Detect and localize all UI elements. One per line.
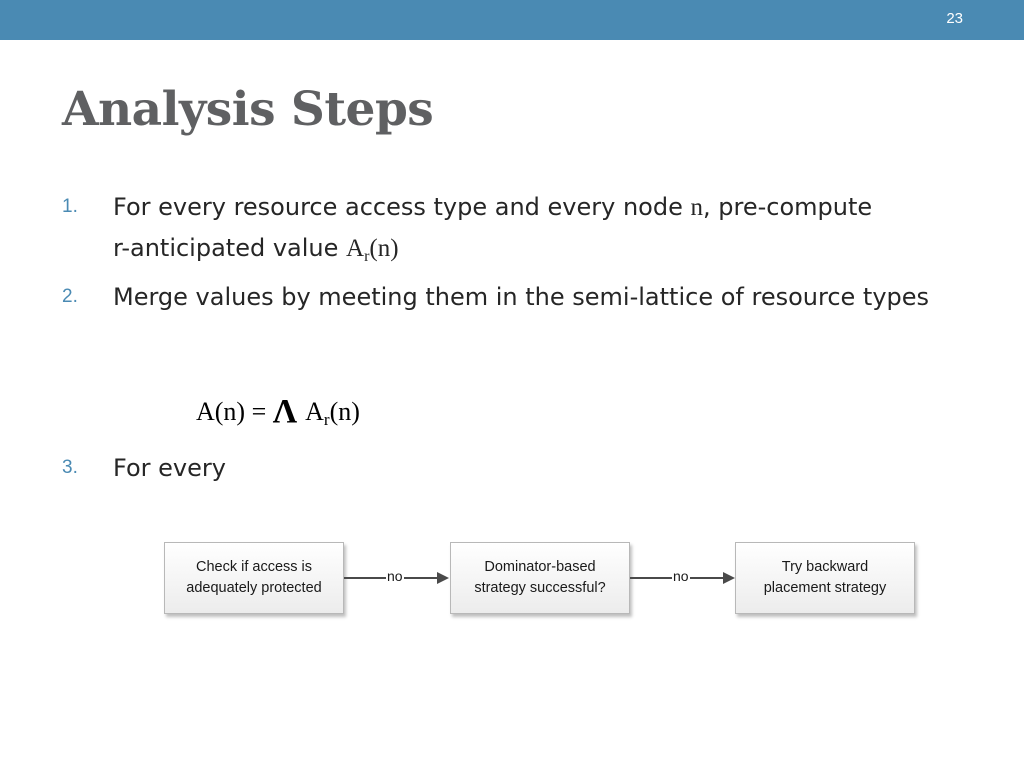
math-A: A	[346, 235, 365, 262]
formula-subscript: r	[323, 410, 330, 429]
list-number: 1.	[62, 196, 78, 217]
edge-label-no: no	[386, 568, 404, 584]
list-number: 3.	[62, 457, 78, 478]
slide-title: Analysis Steps	[62, 82, 434, 137]
header-bar: 23	[0, 0, 1024, 40]
list-text: For every resource access type and every…	[113, 187, 873, 269]
flow-box-check-access: Check if access is adequately protected	[164, 542, 344, 614]
slide-number: 23	[946, 10, 963, 27]
formula-rhs-A: A	[305, 397, 324, 426]
text-segment: , pre-compute r-anticipated value	[113, 193, 873, 262]
flow-connector-1: no	[344, 566, 450, 590]
list-number: 2.	[62, 286, 78, 307]
math-arg: (n)	[369, 235, 399, 262]
arrow-right-icon	[723, 572, 735, 584]
edge-label-no: no	[672, 568, 690, 584]
formula-lhs: A(n) =	[196, 397, 273, 426]
list-text: For every	[113, 454, 226, 482]
flow-box-backward-placement: Try backward placement strategy	[735, 542, 915, 614]
flow-connector-2: no	[630, 566, 736, 590]
math-variable-n: n	[690, 194, 703, 221]
math-anticipated-value: Ar(n)	[346, 235, 399, 265]
text-segment: For every resource access type and every…	[113, 193, 691, 221]
math-subscript: r	[364, 248, 370, 265]
arrow-right-icon	[437, 572, 449, 584]
meet-operator: Λ	[272, 393, 298, 430]
formula-rhs-arg: (n)	[329, 397, 360, 426]
flow-box-dominator: Dominator-based strategy successful?	[450, 542, 630, 614]
list-text: Merge values by meeting them in the semi…	[113, 283, 930, 311]
